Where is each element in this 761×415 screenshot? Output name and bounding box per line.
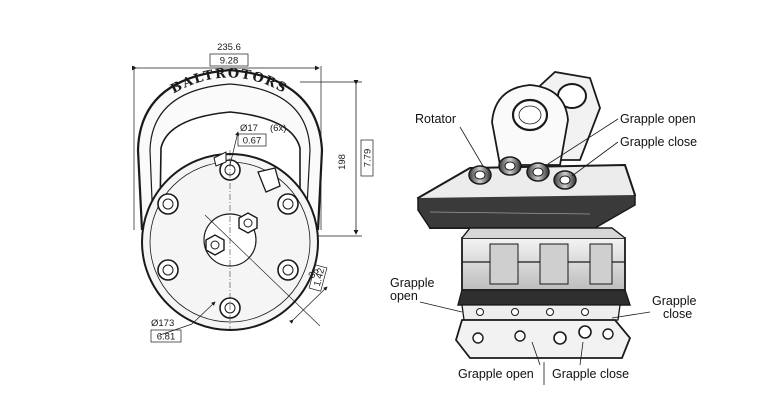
fitting	[553, 170, 577, 190]
hole-dia-in-label: 0.67	[243, 136, 262, 147]
height-mm-label: 198	[337, 154, 348, 170]
label-grapple-close-right-line2: close	[663, 307, 692, 321]
mounting-hole	[277, 193, 299, 215]
label-rotator: Rotator	[415, 112, 456, 126]
width-in-label: 9.28	[220, 56, 239, 67]
top-plate	[416, 163, 637, 229]
hole-count-label: (6x)	[270, 123, 286, 134]
mounting-hole	[157, 259, 179, 281]
mounting-holes	[157, 159, 299, 319]
hole-dia-mm-label: Ø17	[240, 123, 258, 134]
label-grapple-open-top: Grapple open	[620, 112, 696, 126]
bottom-manifold	[455, 319, 632, 359]
bolt-circle-in-label: 6.81	[157, 332, 176, 343]
height-in-label: 7.79	[363, 149, 374, 168]
label-grapple-close-top: Grapple close	[620, 135, 697, 149]
fitting	[526, 162, 550, 182]
offset-in-label: 1.42	[312, 267, 327, 288]
label-grapple-close-right-line1: Grapple	[652, 294, 697, 308]
bolt-circle-mm-label: Ø173	[151, 318, 174, 329]
label-grapple-open-left-line1: Grapple	[390, 276, 435, 290]
width-dimension: 235.6 9.28	[132, 42, 322, 230]
isometric-view: Rotator Grapple open Grapple close Grapp…	[390, 71, 697, 385]
hole-diameter-callout: Ø17 (6x) 0.67	[229, 123, 286, 166]
top-bracket	[213, 151, 227, 167]
mounting-hole	[277, 259, 299, 281]
rotator-housing	[461, 227, 626, 291]
mounting-ears	[491, 71, 601, 166]
label-grapple-open-bottom: Grapple open	[458, 367, 534, 381]
offset-dimension: 36 1.42	[289, 264, 328, 324]
fitting	[498, 156, 522, 176]
top-hydraulic-fittings	[468, 156, 577, 190]
label-grapple-close-bottom: Grapple close	[552, 367, 629, 381]
fitting	[468, 165, 492, 185]
front-view: 235.6 9.28 198 7.79 BALTROTORS	[132, 42, 374, 343]
label-grapple-open-left-line2: open	[390, 289, 418, 303]
side-bracket	[257, 167, 281, 193]
lower-flange	[457, 289, 631, 321]
width-mm-label: 235.6	[217, 42, 241, 53]
hydraulic-port-fittings	[205, 212, 258, 256]
port-fitting	[205, 234, 225, 256]
bolt-circle-callout: Ø173 6.81	[150, 301, 216, 343]
callout-labels: Rotator Grapple open Grapple close Grapp…	[390, 112, 697, 385]
port-fitting	[238, 212, 258, 234]
mounting-hole	[157, 193, 179, 215]
